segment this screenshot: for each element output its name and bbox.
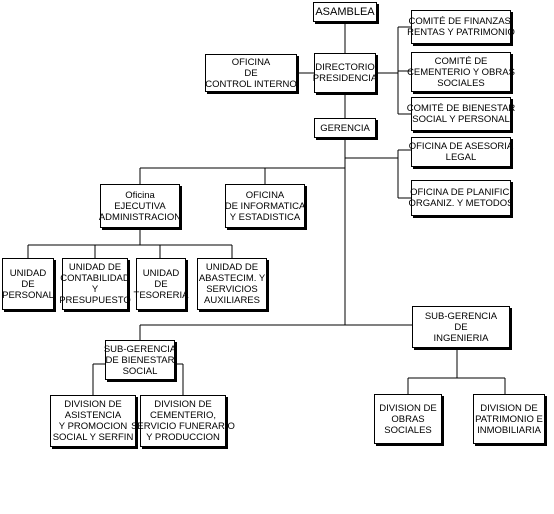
node-label-line: UNIDAD DE bbox=[68, 262, 122, 273]
node-asamblea: ASAMBLEA bbox=[313, 2, 377, 22]
node-label-line: INMOBILIARIA bbox=[477, 424, 541, 436]
node-label-line: OFICINA DE ASESORIA bbox=[408, 141, 514, 152]
node-label-line: UNIDAD bbox=[9, 267, 47, 279]
node-label-line: SOCIAL Y PERSONAL bbox=[412, 114, 510, 125]
node-label-line: PATRIMONIO E bbox=[475, 413, 543, 425]
node-label-line: PRESIDENCIA bbox=[312, 73, 378, 84]
node-label-line: CEMENTERIO Y OBRAS bbox=[407, 66, 515, 78]
node-label-line: SERVICIO FUNERARIO bbox=[131, 421, 235, 432]
node-label-line: Oficina bbox=[125, 189, 155, 201]
node-label-line: DE bbox=[154, 278, 168, 290]
node-label-line: RENTAS Y PATRIMONIO bbox=[407, 27, 515, 38]
node-label-line: Y bbox=[91, 284, 99, 295]
node-label-line: OFICINA bbox=[245, 189, 285, 201]
node-label-line: UNIDAD DE bbox=[205, 262, 259, 273]
node-label-line: ORGANIZ. Y METODOS bbox=[408, 198, 514, 209]
node-label-line: EJECUTIVA bbox=[114, 200, 166, 212]
node-label-line: DE INFORMATICA bbox=[224, 200, 306, 212]
node-label-line: LEGAL bbox=[445, 152, 477, 163]
node-label-line: OFICINA bbox=[231, 56, 271, 68]
node-label-line: TESORERIA bbox=[133, 289, 189, 301]
node-label-line: CONTABILIDAD bbox=[60, 273, 130, 284]
node-label-line: INGENIERIA bbox=[433, 332, 489, 344]
node-label-line: OBRAS bbox=[391, 413, 425, 425]
node-label-line: Y PROMOCION bbox=[58, 421, 128, 432]
node-planificacion: OFICINA DE PLANIFIC.ORGANIZ. Y METODOS bbox=[408, 180, 514, 216]
node-label-line: DIVISION DE bbox=[480, 402, 538, 414]
line-staff-trunk bbox=[345, 150, 399, 198]
node-label-line: SOCIAL bbox=[122, 365, 158, 377]
node-label-line: DE bbox=[244, 67, 258, 79]
node-label-line: AUXILIARES bbox=[204, 295, 260, 306]
node-label-line: UNIDAD bbox=[142, 267, 180, 279]
node-label-line: GERENCIA bbox=[320, 122, 370, 134]
node-label-line: SOCIAL Y SERFIN bbox=[52, 432, 134, 443]
node-label-line: SUB-GERENCIA bbox=[424, 310, 498, 322]
node-label-line: ADMINISTRACION bbox=[98, 211, 182, 223]
node-label-line: DE BIENESTAR bbox=[105, 354, 175, 366]
node-label-line: SUB-GERENCIA bbox=[103, 343, 177, 355]
node-label-line: SOCIALES bbox=[384, 424, 432, 436]
node-label-line: Y PRODUCCION bbox=[146, 432, 220, 443]
node-label-line: COMITÉ DE BIENESTAR bbox=[406, 103, 516, 114]
node-label-line: CEMENTERIO, bbox=[150, 410, 216, 421]
node-label-line: DIVISION DE bbox=[379, 402, 437, 414]
node-label-line: PRESUPUESTO bbox=[59, 295, 131, 306]
node-label-line: SOCIALES bbox=[437, 77, 485, 89]
node-label-line: ABASTECIM. Y bbox=[198, 273, 266, 284]
node-label-line: SERVICIOS bbox=[206, 284, 258, 295]
node-label-line: CONTROL INTERNO bbox=[205, 78, 297, 90]
node-label-line: DIVISION DE bbox=[64, 399, 122, 410]
node-label-line: DIRECTORIO bbox=[315, 62, 375, 73]
node-comite-finanzas: COMITÉ DE FINANZAS,RENTAS Y PATRIMONIO bbox=[407, 10, 515, 44]
node-label-line: COMITÉ DE FINANZAS, bbox=[408, 16, 514, 27]
node-label-line: ASAMBLEA bbox=[315, 5, 375, 18]
node-label-line: COMITÉ DE bbox=[434, 55, 488, 67]
node-label-line: DE bbox=[21, 278, 35, 290]
node-label-line: DE bbox=[454, 321, 468, 333]
node-label-line: DIVISION DE bbox=[154, 399, 212, 410]
node-label-line: ASISTENCIA bbox=[64, 410, 122, 421]
node-label-line: Y ESTADISTICA bbox=[229, 211, 301, 223]
node-label-line: PERSONAL bbox=[2, 289, 54, 301]
node-label-line: OFICINA DE PLANIFIC. bbox=[410, 187, 512, 198]
node-gerencia: GERENCIA bbox=[314, 118, 376, 138]
line-comites-trunk bbox=[376, 27, 399, 114]
